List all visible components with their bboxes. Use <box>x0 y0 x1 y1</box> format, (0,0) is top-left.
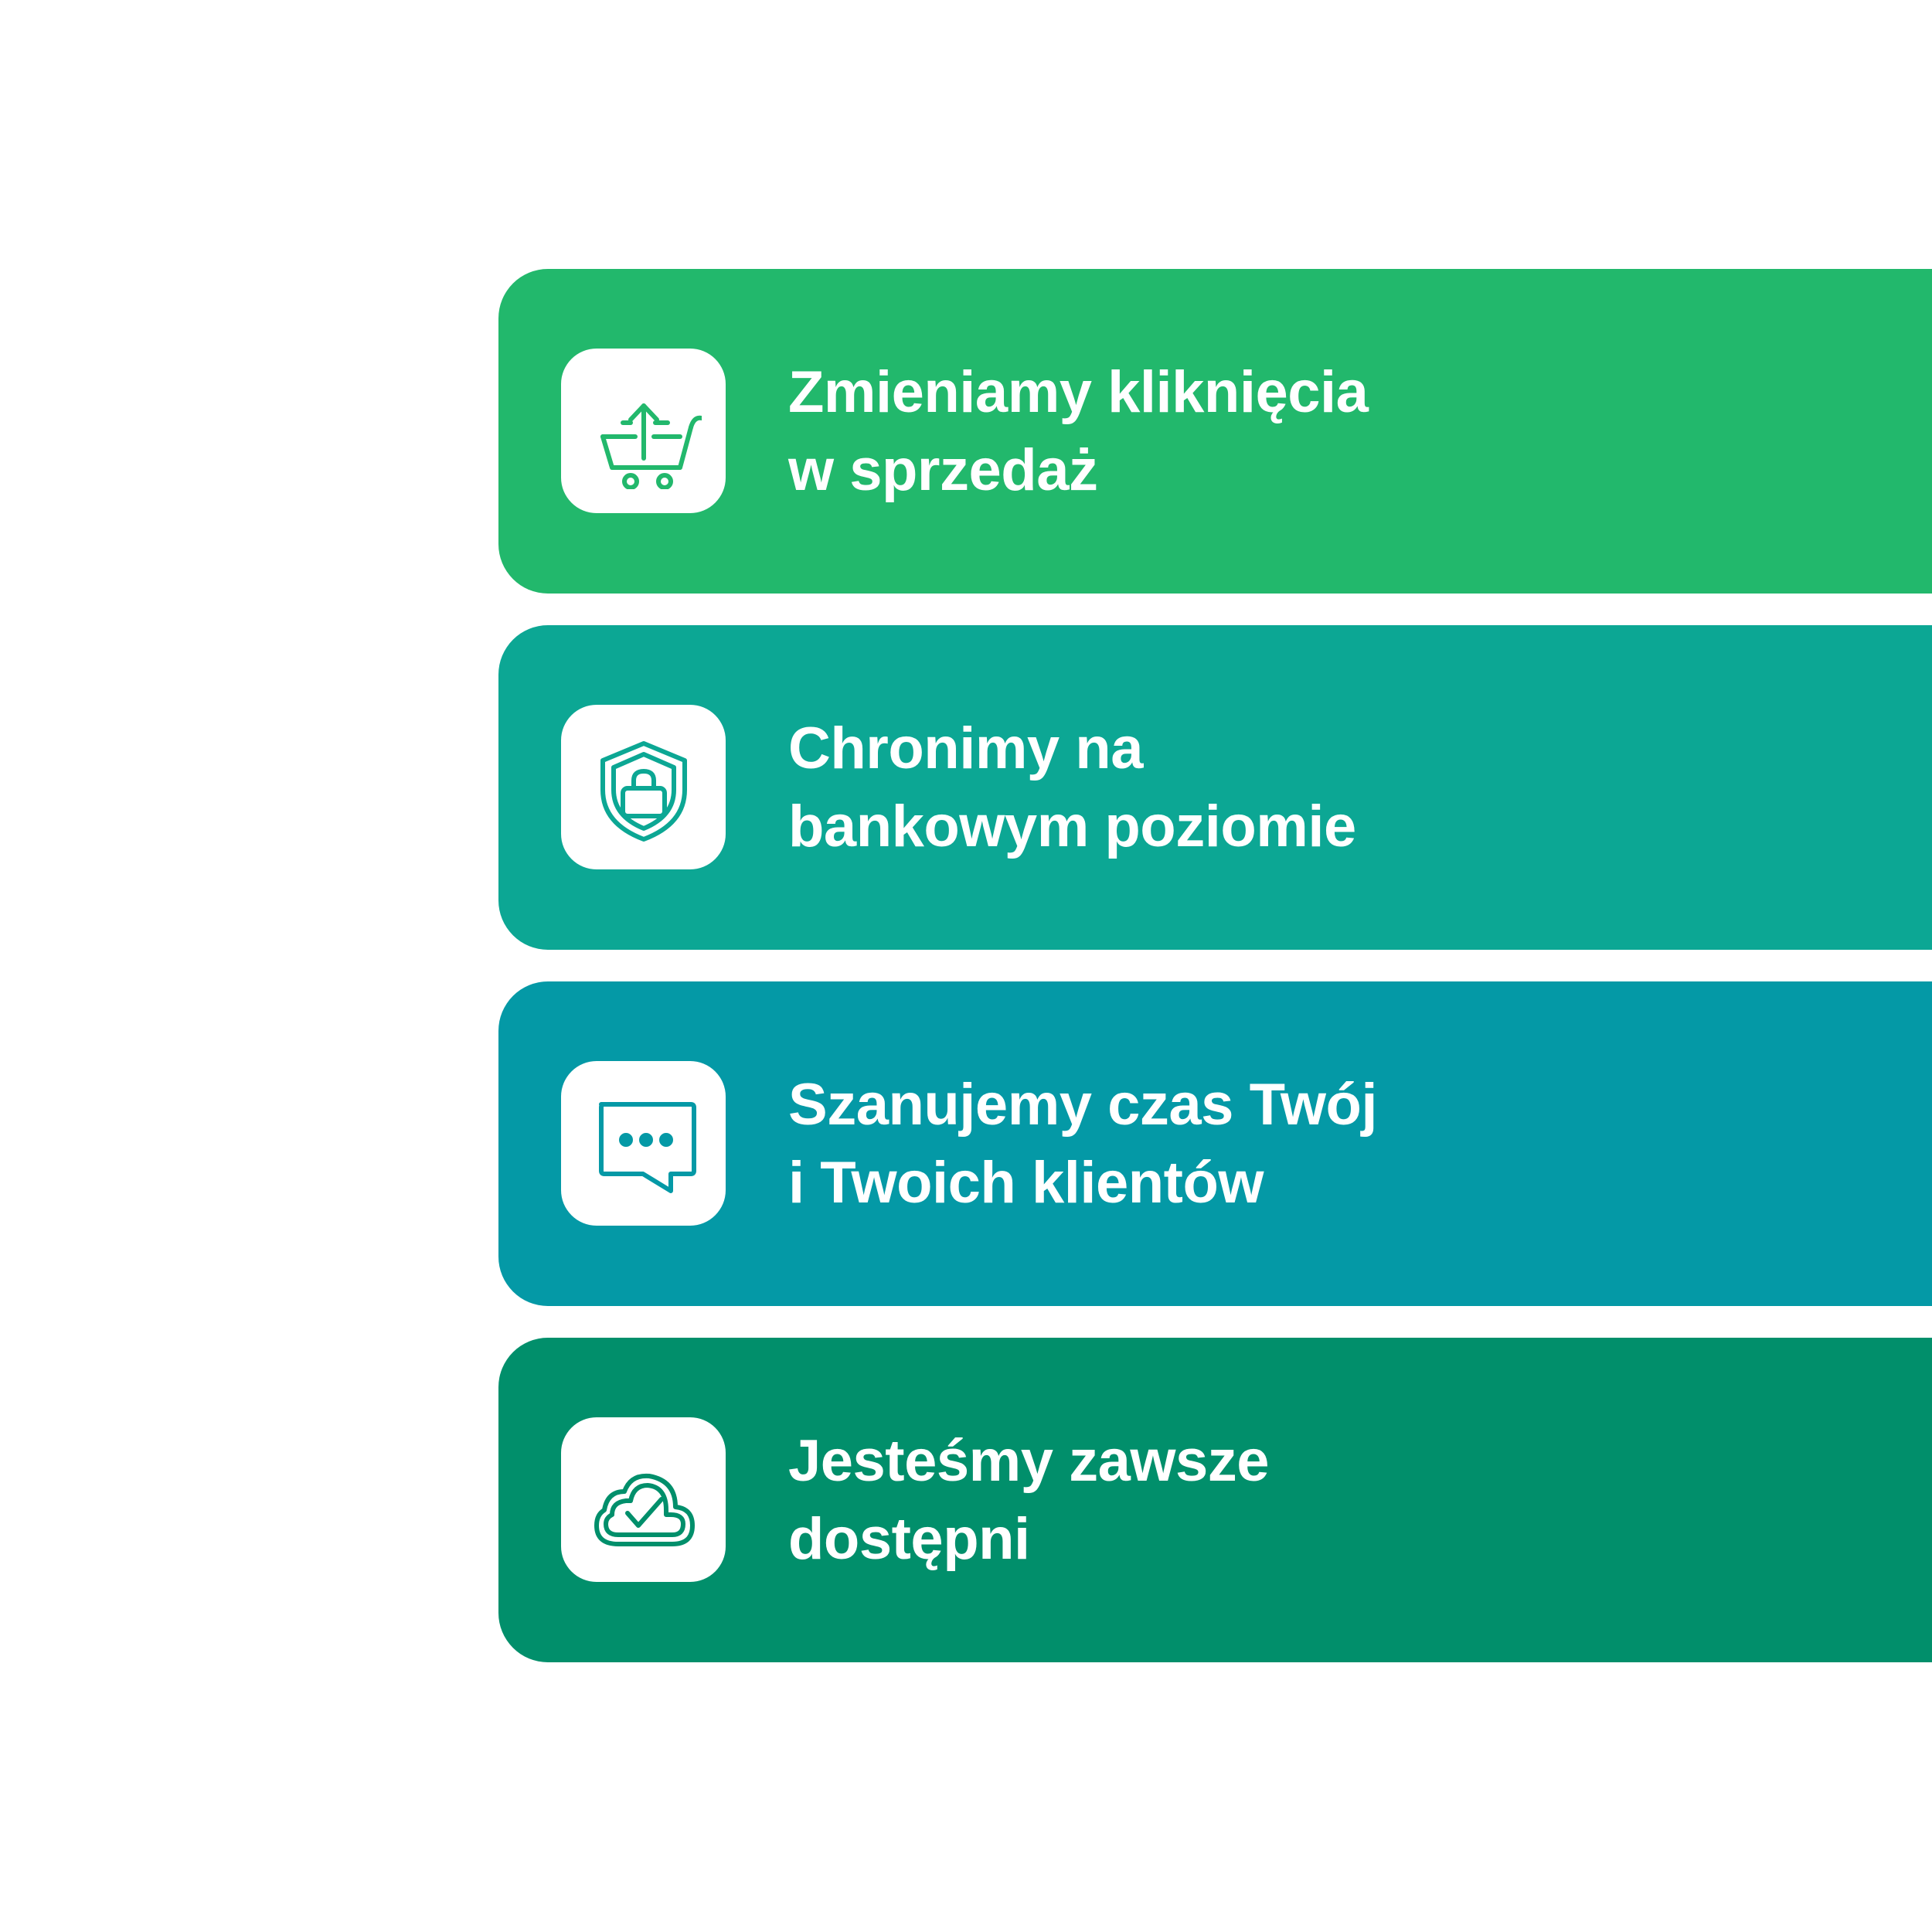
feature-line-2: i Twoich klientów <box>788 1150 1264 1216</box>
cloud-check-icon <box>594 1473 695 1546</box>
cart-upload-icon <box>600 403 702 489</box>
feature-line-1: Jesteśmy zawsze <box>788 1428 1270 1494</box>
feature-line-1: Zmieniamy kliknięcia <box>788 359 1369 425</box>
feature-text: Zmieniamy kliknięcia w sprzedaż <box>788 353 1369 509</box>
icon-tile <box>561 1417 726 1582</box>
feature-card-security: Chronimy na bankowym poziomie <box>498 625 1932 950</box>
icon-tile <box>561 349 726 513</box>
feature-card-availability: Jesteśmy zawsze dostępni <box>498 1338 1932 1662</box>
feature-line-2: w sprzedaż <box>788 437 1098 503</box>
feature-card-time: Szanujemy czas Twój i Twoich klientów <box>498 981 1932 1306</box>
chat-bubble-icon <box>598 1101 696 1193</box>
icon-tile <box>561 705 726 869</box>
feature-line-1: Szanujemy czas Twój <box>788 1072 1378 1138</box>
feature-line-2: bankowym poziomie <box>788 794 1356 859</box>
feature-text: Chronimy na bankowym poziomie <box>788 709 1356 866</box>
icon-tile <box>561 1061 726 1226</box>
shield-lock-icon <box>600 740 687 842</box>
feature-line-1: Chronimy na <box>788 716 1143 781</box>
feature-text: Szanujemy czas Twój i Twoich klientów <box>788 1066 1378 1222</box>
feature-card-sales: Zmieniamy kliknięcia w sprzedaż <box>498 269 1932 594</box>
feature-line-2: dostępni <box>788 1506 1030 1572</box>
feature-list: Zmieniamy kliknięcia w sprzedaż Chronimy… <box>498 269 1932 1662</box>
feature-text: Jesteśmy zawsze dostępni <box>788 1422 1270 1578</box>
